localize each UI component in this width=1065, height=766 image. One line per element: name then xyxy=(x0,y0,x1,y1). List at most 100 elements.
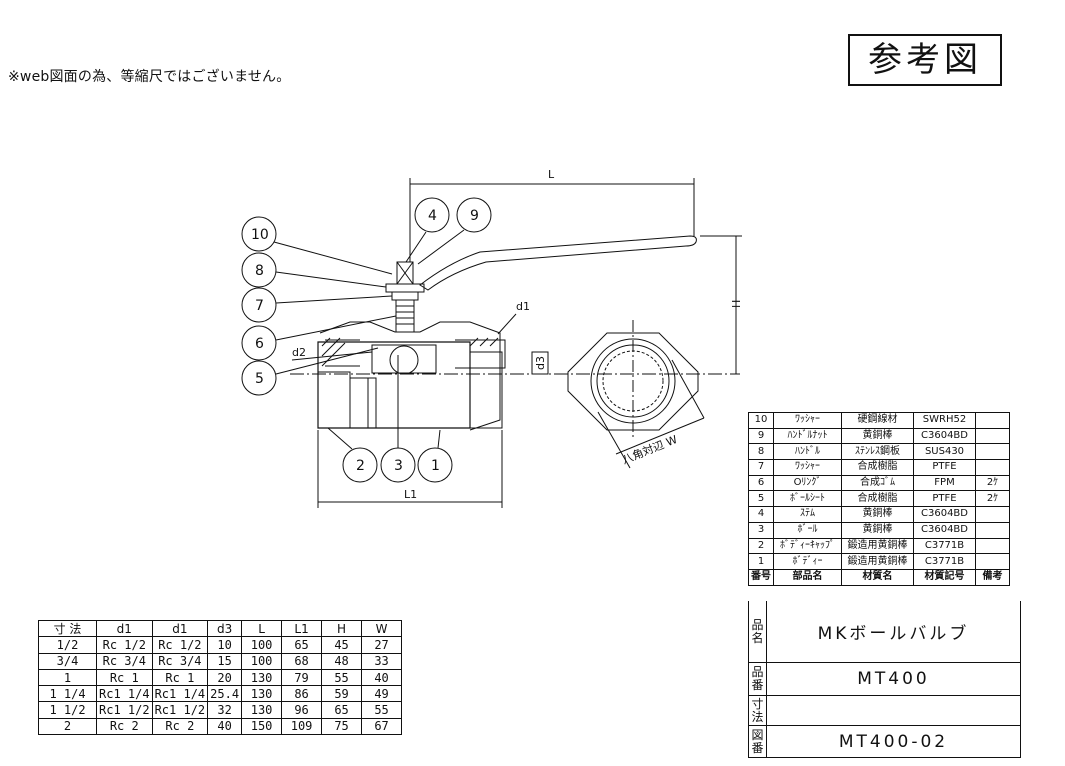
cell: 45 xyxy=(321,636,363,654)
cell: SUS430 xyxy=(913,443,976,461)
cell: 20 xyxy=(207,668,243,687)
scale-note: ※web図面の為、等縮尺ではございません。 xyxy=(8,69,291,85)
cell: 合成樹脂 xyxy=(841,459,914,476)
cell xyxy=(975,443,1010,461)
cell: ﾎﾞﾃﾞｨｰｷｬｯﾌﾟ xyxy=(773,537,842,555)
dim-d2-label: d2 xyxy=(292,346,306,359)
cell: PTFE xyxy=(913,490,976,508)
cell: 3/4 xyxy=(38,652,97,670)
title-product-no: 品番 MT400 xyxy=(748,663,1021,696)
cell: 黄銅棒 xyxy=(841,506,914,523)
size-value xyxy=(767,696,1020,725)
balloon-10: 10 xyxy=(251,227,269,243)
header-material-code: 材質記号 xyxy=(913,568,976,586)
balloon-5: 5 xyxy=(255,371,264,387)
title-product-name: 品名 MKボールバルブ xyxy=(748,601,1021,663)
balloon-3: 3 xyxy=(394,458,403,474)
cell xyxy=(975,427,1010,445)
cell: 65 xyxy=(281,636,323,654)
cell: 15 xyxy=(207,652,243,670)
header-material-name: 材質名 xyxy=(841,568,914,586)
cell: Rc1 1/2 xyxy=(151,701,209,719)
cell: 3 xyxy=(748,521,774,539)
cell: 130 xyxy=(241,685,283,703)
cell: 48 xyxy=(321,652,363,670)
balloon-4: 4 xyxy=(428,208,437,224)
balloon-1: 1 xyxy=(431,458,440,474)
header-L: L xyxy=(241,619,283,638)
dim-d1-label: d1 xyxy=(516,300,530,313)
cell: 1 1/2 xyxy=(38,701,97,719)
cell: ｽﾃﾑ xyxy=(773,506,842,523)
size-table-header: 寸 法 d1 d1 d3 L L1 H W xyxy=(38,619,403,638)
product-no-label: 品番 xyxy=(749,663,767,695)
cell: FPM xyxy=(913,474,976,492)
cell: 鍛造用黄銅棒 xyxy=(841,553,914,570)
balloon-7: 7 xyxy=(255,298,264,314)
cell xyxy=(975,506,1010,523)
header-part-name: 部品名 xyxy=(773,568,842,586)
size-label: 寸法 xyxy=(749,696,767,725)
cell: Rc 1/2 xyxy=(151,636,209,654)
cell: 合成ｺﾞﾑ xyxy=(841,474,914,492)
cell: C3604BD xyxy=(913,427,976,445)
cell: 黄銅棒 xyxy=(841,521,914,539)
cell: Rc 1 xyxy=(151,668,209,687)
cell: ﾎﾞﾃﾞｨｰ xyxy=(773,553,842,570)
cell: 10 xyxy=(748,412,774,429)
dimension-H: H xyxy=(700,235,743,374)
cell: 25.4 xyxy=(207,685,243,703)
cell: 65 xyxy=(321,701,363,719)
header-W: W xyxy=(361,619,403,638)
cell: 59 xyxy=(321,685,363,703)
cell: 4 xyxy=(748,506,774,523)
header-d1-b: d1 xyxy=(151,619,209,638)
cell: 2 xyxy=(38,717,97,736)
cell: 40 xyxy=(361,668,403,687)
cell: 100 xyxy=(241,636,283,654)
dimension-L1: L1 xyxy=(317,430,503,508)
valve-body xyxy=(317,321,506,431)
cell: ﾊﾝﾄﾞﾙ xyxy=(773,443,842,461)
cell: 1 xyxy=(38,668,97,687)
balloon-6: 6 xyxy=(255,336,264,352)
cell: 32 xyxy=(207,701,243,719)
cell: 2ｹ xyxy=(975,474,1010,492)
cell xyxy=(975,553,1010,570)
cell: PTFE xyxy=(913,459,976,476)
cell: ﾜｯｼｬｰ xyxy=(773,459,842,476)
cell: 8 xyxy=(748,443,774,461)
dim-d3-label: d3 xyxy=(534,356,547,370)
cell: C3771B xyxy=(913,553,976,570)
dimension-W: 八角対辺 W xyxy=(597,359,705,469)
product-no: MT400 xyxy=(857,669,930,689)
product-name-label: 品名 xyxy=(749,601,767,662)
cell: 鍛造用黄銅棒 xyxy=(841,537,914,555)
cell: 109 xyxy=(281,717,323,736)
cell: 55 xyxy=(321,668,363,687)
header-remarks: 備考 xyxy=(975,568,1010,586)
header-L1: L1 xyxy=(281,619,323,638)
cell: Rc1 1/4 xyxy=(96,685,153,703)
cell: C3604BD xyxy=(913,506,976,523)
product-name: MKボールバルブ xyxy=(817,624,970,644)
cell: Rc 1 xyxy=(96,668,153,687)
dimension-L: L xyxy=(409,168,695,262)
cell: 33 xyxy=(361,652,403,670)
cell: Rc 3/4 xyxy=(96,652,153,670)
cell: 6 xyxy=(748,474,774,492)
cell: 49 xyxy=(361,685,403,703)
